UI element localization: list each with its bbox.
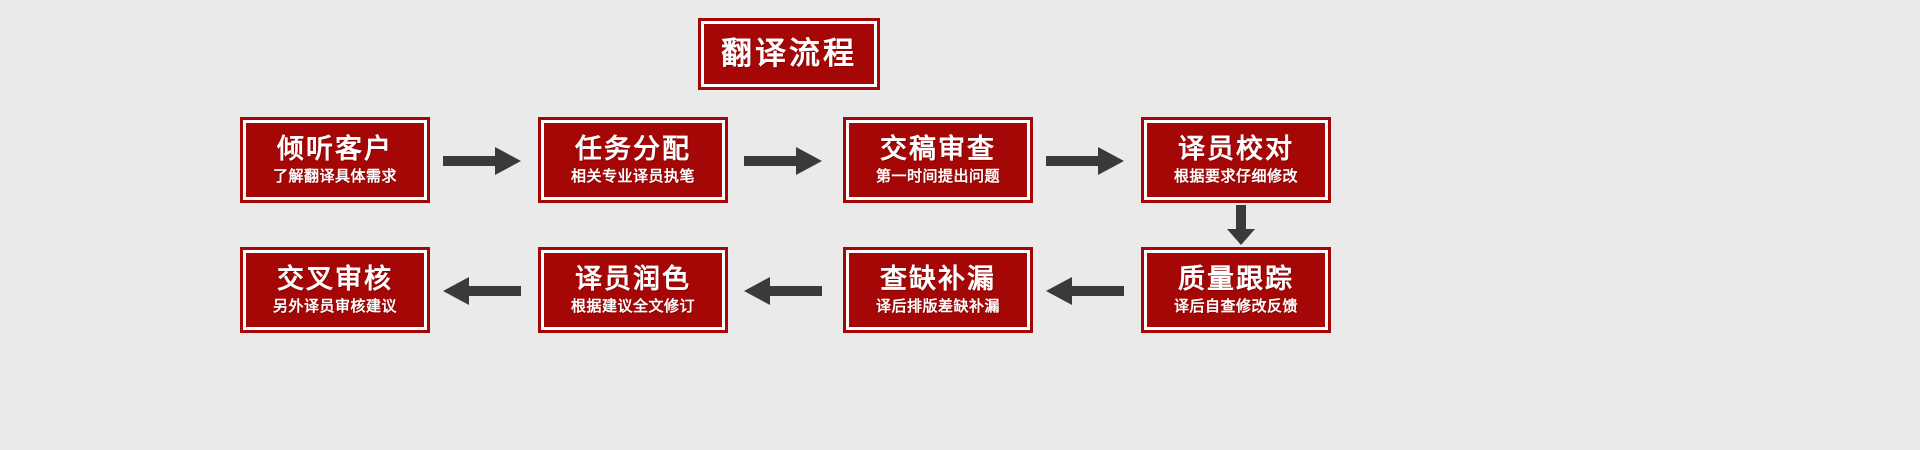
arrow-down-icon xyxy=(1225,205,1257,245)
step-subtitle: 译后自查修改反馈 xyxy=(1173,297,1298,315)
step-subtitle: 译后排版差缺补漏 xyxy=(875,297,1000,315)
step-title: 交叉审核 xyxy=(277,264,393,295)
step-box-cross-review[interactable]: 交叉审核 另外译员审核建议 xyxy=(240,247,430,333)
arrow-left-icon xyxy=(1046,274,1124,308)
step-title: 任务分配 xyxy=(575,134,691,165)
step-subtitle: 根据建议全文修订 xyxy=(570,297,695,315)
arrow-left-icon xyxy=(744,274,822,308)
step-box-translator-polishing[interactable]: 译员润色 根据建议全文修订 xyxy=(538,247,728,333)
step-title: 倾听客户 xyxy=(277,134,393,165)
step-title: 查缺补漏 xyxy=(880,264,996,295)
step-box-gap-check[interactable]: 查缺补漏 译后排版差缺补漏 xyxy=(843,247,1033,333)
step-title: 译员校对 xyxy=(1178,134,1294,165)
step-title: 译员润色 xyxy=(575,264,691,295)
arrow-right-icon xyxy=(443,144,521,178)
step-subtitle: 相关专业译员执笔 xyxy=(570,167,695,185)
arrow-left-icon xyxy=(443,274,521,308)
step-subtitle: 了解翻译具体需求 xyxy=(272,167,397,185)
step-title: 质量跟踪 xyxy=(1178,264,1294,295)
step-box-draft-review[interactable]: 交稿审查 第一时间提出问题 xyxy=(843,117,1033,203)
step-title: 交稿审查 xyxy=(880,134,996,165)
step-box-task-assignment[interactable]: 任务分配 相关专业译员执笔 xyxy=(538,117,728,203)
arrow-right-icon xyxy=(1046,144,1124,178)
diagram-title-box: 翻译流程 xyxy=(698,18,880,90)
step-box-translator-proofreading[interactable]: 译员校对 根据要求仔细修改 xyxy=(1141,117,1331,203)
arrow-right-icon xyxy=(744,144,822,178)
step-subtitle: 根据要求仔细修改 xyxy=(1173,167,1298,185)
step-box-quality-tracking[interactable]: 质量跟踪 译后自查修改反馈 xyxy=(1141,247,1331,333)
step-subtitle: 另外译员审核建议 xyxy=(272,297,397,315)
diagram-title-text: 翻译流程 xyxy=(721,35,857,71)
step-subtitle: 第一时间提出问题 xyxy=(875,167,1000,185)
step-box-listen-to-client[interactable]: 倾听客户 了解翻译具体需求 xyxy=(240,117,430,203)
